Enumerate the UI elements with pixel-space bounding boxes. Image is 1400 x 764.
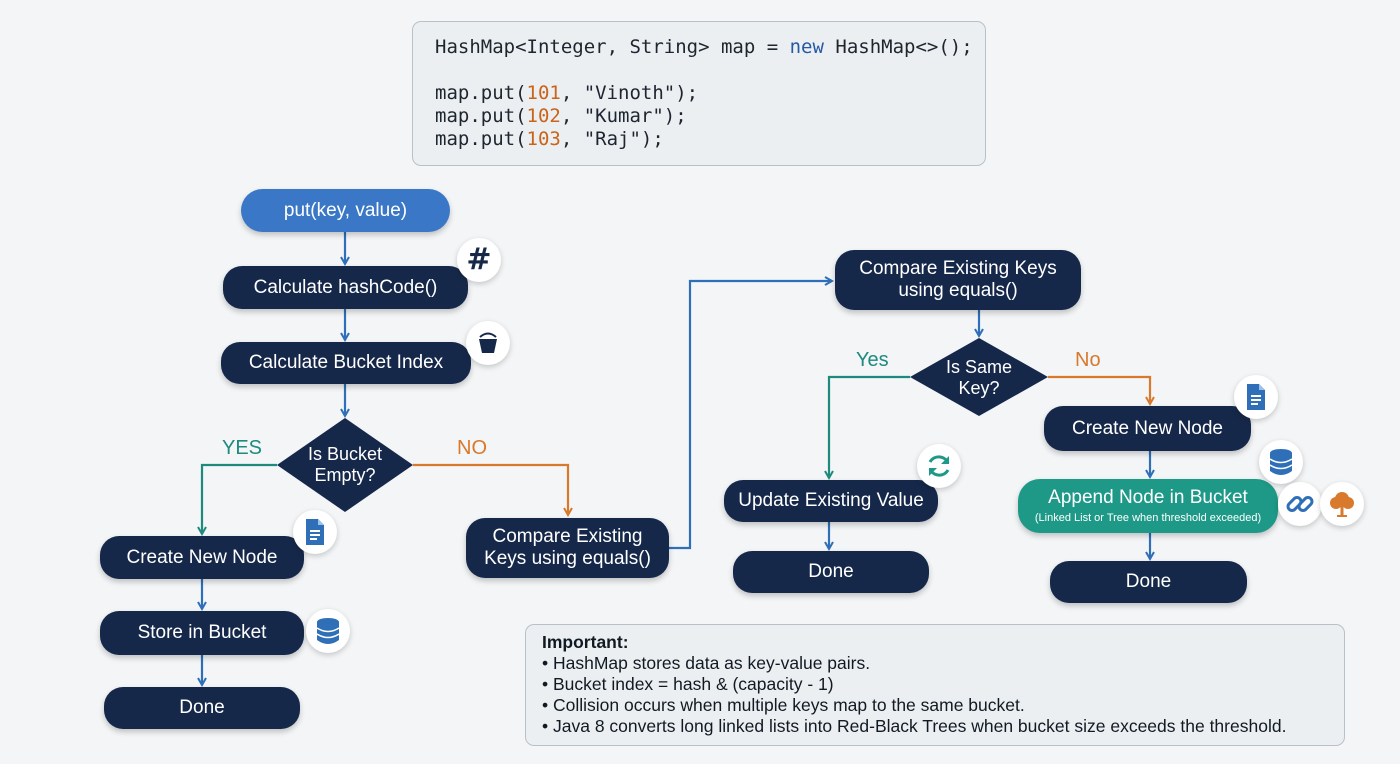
important-notes: Important: • HashMap stores data as key-… — [525, 624, 1345, 746]
document-icon — [1234, 375, 1278, 419]
bucket-icon — [466, 321, 510, 365]
refresh-icon — [917, 444, 961, 488]
calc-hashcode-node: Calculate hashCode() — [223, 266, 468, 309]
create-node-right: Create New Node — [1044, 406, 1251, 451]
arrow-no-left — [413, 463, 568, 515]
link-icon — [1278, 482, 1322, 526]
decision-diamond-same-key — [910, 338, 1048, 416]
arrow-yes-left — [202, 463, 277, 534]
update-existing-value-node: Update Existing Value — [724, 480, 938, 522]
code-put-line: map.put(101, "Vinoth"); — [435, 82, 699, 104]
calc-bucket-index-node: Calculate Bucket Index — [221, 342, 471, 384]
decision-diamond-empty — [277, 418, 413, 512]
notes-title: Important: — [542, 632, 629, 652]
done-node-right: Done — [1050, 561, 1247, 603]
arrow-yes-right — [829, 375, 910, 478]
notes-item: • Java 8 converts long linked lists into… — [542, 716, 1287, 736]
yes-label-left: YES — [222, 437, 263, 459]
code-put-line: map.put(103, "Raj"); — [435, 128, 664, 150]
hash-icon: # — [457, 238, 501, 282]
append-node-in-bucket: Append Node in Bucket(Linked List or Tre… — [1018, 479, 1278, 533]
yes-label-right: Yes — [856, 349, 889, 371]
no-label-left: NO — [457, 437, 487, 459]
done-node-mid: Done — [733, 551, 929, 593]
code-snippet: HashMap<Integer, String> map = new HashM… — [412, 21, 986, 166]
notes-item: • Bucket index = hash & (capacity - 1) — [542, 674, 834, 694]
create-node-left: Create New Node — [100, 536, 304, 579]
arrow-compare-to-compare — [669, 281, 832, 550]
done-node-left: Done — [104, 687, 300, 729]
database-icon — [306, 609, 350, 653]
notes-item: • HashMap stores data as key-value pairs… — [542, 653, 871, 673]
database-icon — [1259, 440, 1303, 484]
document-icon — [293, 510, 337, 554]
tree-icon — [1320, 482, 1364, 526]
no-label-right: No — [1075, 349, 1101, 371]
store-in-bucket-node: Store in Bucket — [100, 611, 304, 655]
put-start-node: put(key, value) — [241, 189, 450, 232]
code-put-line: map.put(102, "Kumar"); — [435, 105, 687, 127]
arrow-no-right — [1048, 375, 1150, 404]
notes-item: • Collision occurs when multiple keys ma… — [542, 695, 1025, 715]
code-declaration-line: HashMap<Integer, String> map = new HashM… — [435, 36, 973, 58]
